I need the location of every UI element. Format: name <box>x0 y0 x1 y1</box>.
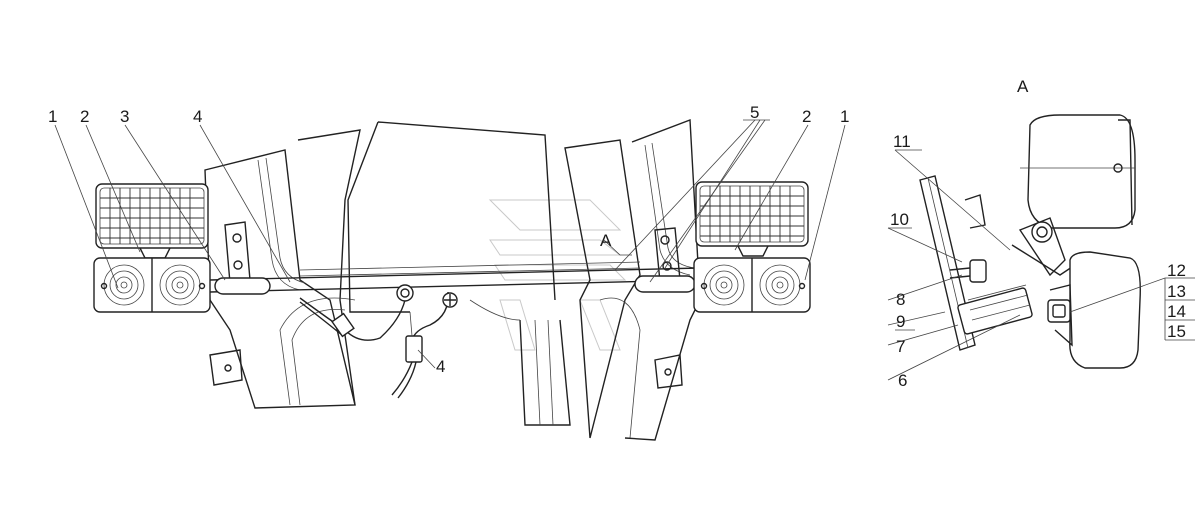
callout-3: 3 <box>120 107 129 126</box>
callout-11: 11 <box>893 132 911 151</box>
view-a-marker: A <box>600 231 612 250</box>
callout-2-right: 2 <box>802 107 811 126</box>
cab-rear-structure <box>204 119 701 441</box>
callout-5: 5 <box>750 103 759 122</box>
callout-2-left: 2 <box>80 107 89 126</box>
callout-13: 13 <box>1167 282 1186 301</box>
callout-1-left: 1 <box>48 107 57 126</box>
callout-12: 12 <box>1167 261 1186 280</box>
callout-4-top: 4 <box>193 107 202 126</box>
view-a-title: A <box>1017 77 1029 96</box>
callout-1-right: 1 <box>840 107 849 126</box>
callout-labels: 1 2 3 4 5 2 1 4 A A 11 10 8 9 7 6 12 13 … <box>48 77 1186 390</box>
leader-lines <box>54 119 846 369</box>
right-rear-light <box>693 257 811 313</box>
watermark <box>488 199 627 351</box>
right-bracket <box>634 227 696 389</box>
left-work-lamp <box>95 183 209 259</box>
callout-10: 10 <box>890 210 909 229</box>
callout-4-bottom: 4 <box>436 357 445 376</box>
callout-7: 7 <box>896 337 905 356</box>
callout-6: 6 <box>898 371 907 390</box>
right-work-lamp <box>695 181 809 257</box>
left-rear-light <box>93 257 211 313</box>
detail-view-a <box>887 114 1195 381</box>
callout-14: 14 <box>1167 302 1186 321</box>
callout-15: 15 <box>1167 322 1186 341</box>
cross-bar <box>209 261 701 293</box>
wiring-harness <box>299 284 521 399</box>
callout-8: 8 <box>896 290 905 309</box>
left-bracket <box>209 221 271 386</box>
callout-9: 9 <box>896 312 905 331</box>
